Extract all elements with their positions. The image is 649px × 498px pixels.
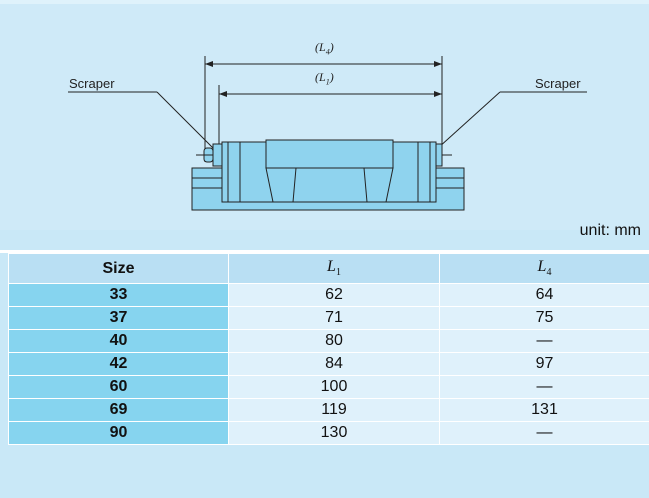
- table-row: 69 119 131: [8, 398, 649, 422]
- arrow-l4-left: [205, 61, 213, 67]
- cell-l1: 130: [228, 421, 440, 445]
- cell-size: 69: [8, 398, 229, 422]
- cell-l1: 80: [228, 329, 440, 353]
- header-size: Size: [8, 253, 229, 284]
- cell-l4: 97: [439, 352, 649, 376]
- arrow-l1-left: [219, 91, 227, 97]
- cell-size: 37: [8, 306, 229, 330]
- cell-l4: 64: [439, 283, 649, 307]
- table-row: 33 62 64: [8, 283, 649, 307]
- cell-size: 42: [8, 352, 229, 376]
- header-l1: L1: [228, 253, 440, 284]
- table-header-row: Size L1 L4: [8, 253, 649, 284]
- header-l4: L4: [439, 253, 649, 284]
- cell-l1: 84: [228, 352, 440, 376]
- cell-l1: 100: [228, 375, 440, 399]
- cell-l4: 75: [439, 306, 649, 330]
- table-divider: [0, 250, 649, 253]
- cell-size: 60: [8, 375, 229, 399]
- callout-scraper-right: Scraper: [535, 76, 581, 91]
- table-left-margin: [0, 253, 8, 498]
- leader-right-diagonal: [437, 91, 501, 149]
- panel-top-edge: [0, 0, 649, 4]
- table-row: 60 100 —: [8, 375, 649, 399]
- cell-l4: —: [439, 375, 649, 399]
- cell-size: 33: [8, 283, 229, 307]
- table-row: 37 71 75: [8, 306, 649, 330]
- arrow-l4-right: [434, 61, 442, 67]
- dimension-table: Size L1 L4 33 62 64 37 71 75 40 80 — 42 …: [8, 253, 649, 445]
- slide-block: [221, 139, 437, 203]
- cell-l4: 131: [439, 398, 649, 422]
- cell-size: 40: [8, 329, 229, 353]
- cell-l1: 119: [228, 398, 440, 422]
- scraper-diagram: [68, 56, 587, 211]
- unit-label: unit: mm: [579, 222, 641, 239]
- cell-size: 90: [8, 421, 229, 445]
- scraper-left: [196, 143, 223, 167]
- cell-l4: —: [439, 329, 649, 353]
- table-row: 42 84 97: [8, 352, 649, 376]
- cell-l1: 71: [228, 306, 440, 330]
- table-row: 40 80 —: [8, 329, 649, 353]
- dimension-label-l4: (L4): [315, 40, 334, 57]
- cell-l4: —: [439, 421, 649, 445]
- cell-l1: 62: [228, 283, 440, 307]
- callout-scraper-left: Scraper: [69, 76, 115, 91]
- dimension-label-l1: (L1): [315, 70, 334, 87]
- scraper-right: [435, 143, 452, 167]
- table-row: 90 130 —: [8, 421, 649, 445]
- arrow-l1-right: [434, 91, 442, 97]
- leader-left-diagonal: [156, 91, 214, 149]
